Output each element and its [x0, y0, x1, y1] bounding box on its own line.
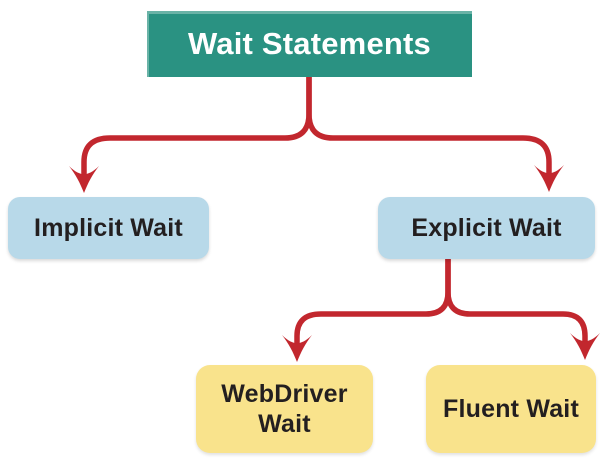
node-fluent-wait: Fluent Wait [426, 365, 596, 453]
node-webdriver-wait-label: WebDriver Wait [221, 379, 348, 439]
edge-explicit-fluent-arrowhead-icon [570, 333, 600, 360]
node-webdriver-wait: WebDriver Wait [196, 365, 373, 453]
node-implicit-wait-label: Implicit Wait [34, 213, 183, 242]
node-wait-statements: Wait Statements [147, 11, 472, 77]
edge-explicit-webdriver-line [294, 259, 451, 348]
node-fluent-wait-label: Fluent Wait [443, 394, 579, 423]
edge-root-implicit-arrowhead-icon [69, 166, 99, 193]
node-explicit-wait-label: Explicit Wait [411, 213, 562, 242]
edge-root-implicit-line [81, 77, 312, 179]
edge-explicit-fluent-line [445, 259, 588, 346]
node-implicit-wait: Implicit Wait [8, 197, 209, 259]
node-explicit-wait: Explicit Wait [378, 197, 595, 259]
node-wait-statements-label: Wait Statements [187, 26, 431, 61]
edge-root-explicit-arrowhead-icon [534, 165, 564, 192]
edge-explicit-webdriver-arrowhead-icon [282, 335, 312, 362]
edge-root-explicit-line [306, 77, 552, 178]
